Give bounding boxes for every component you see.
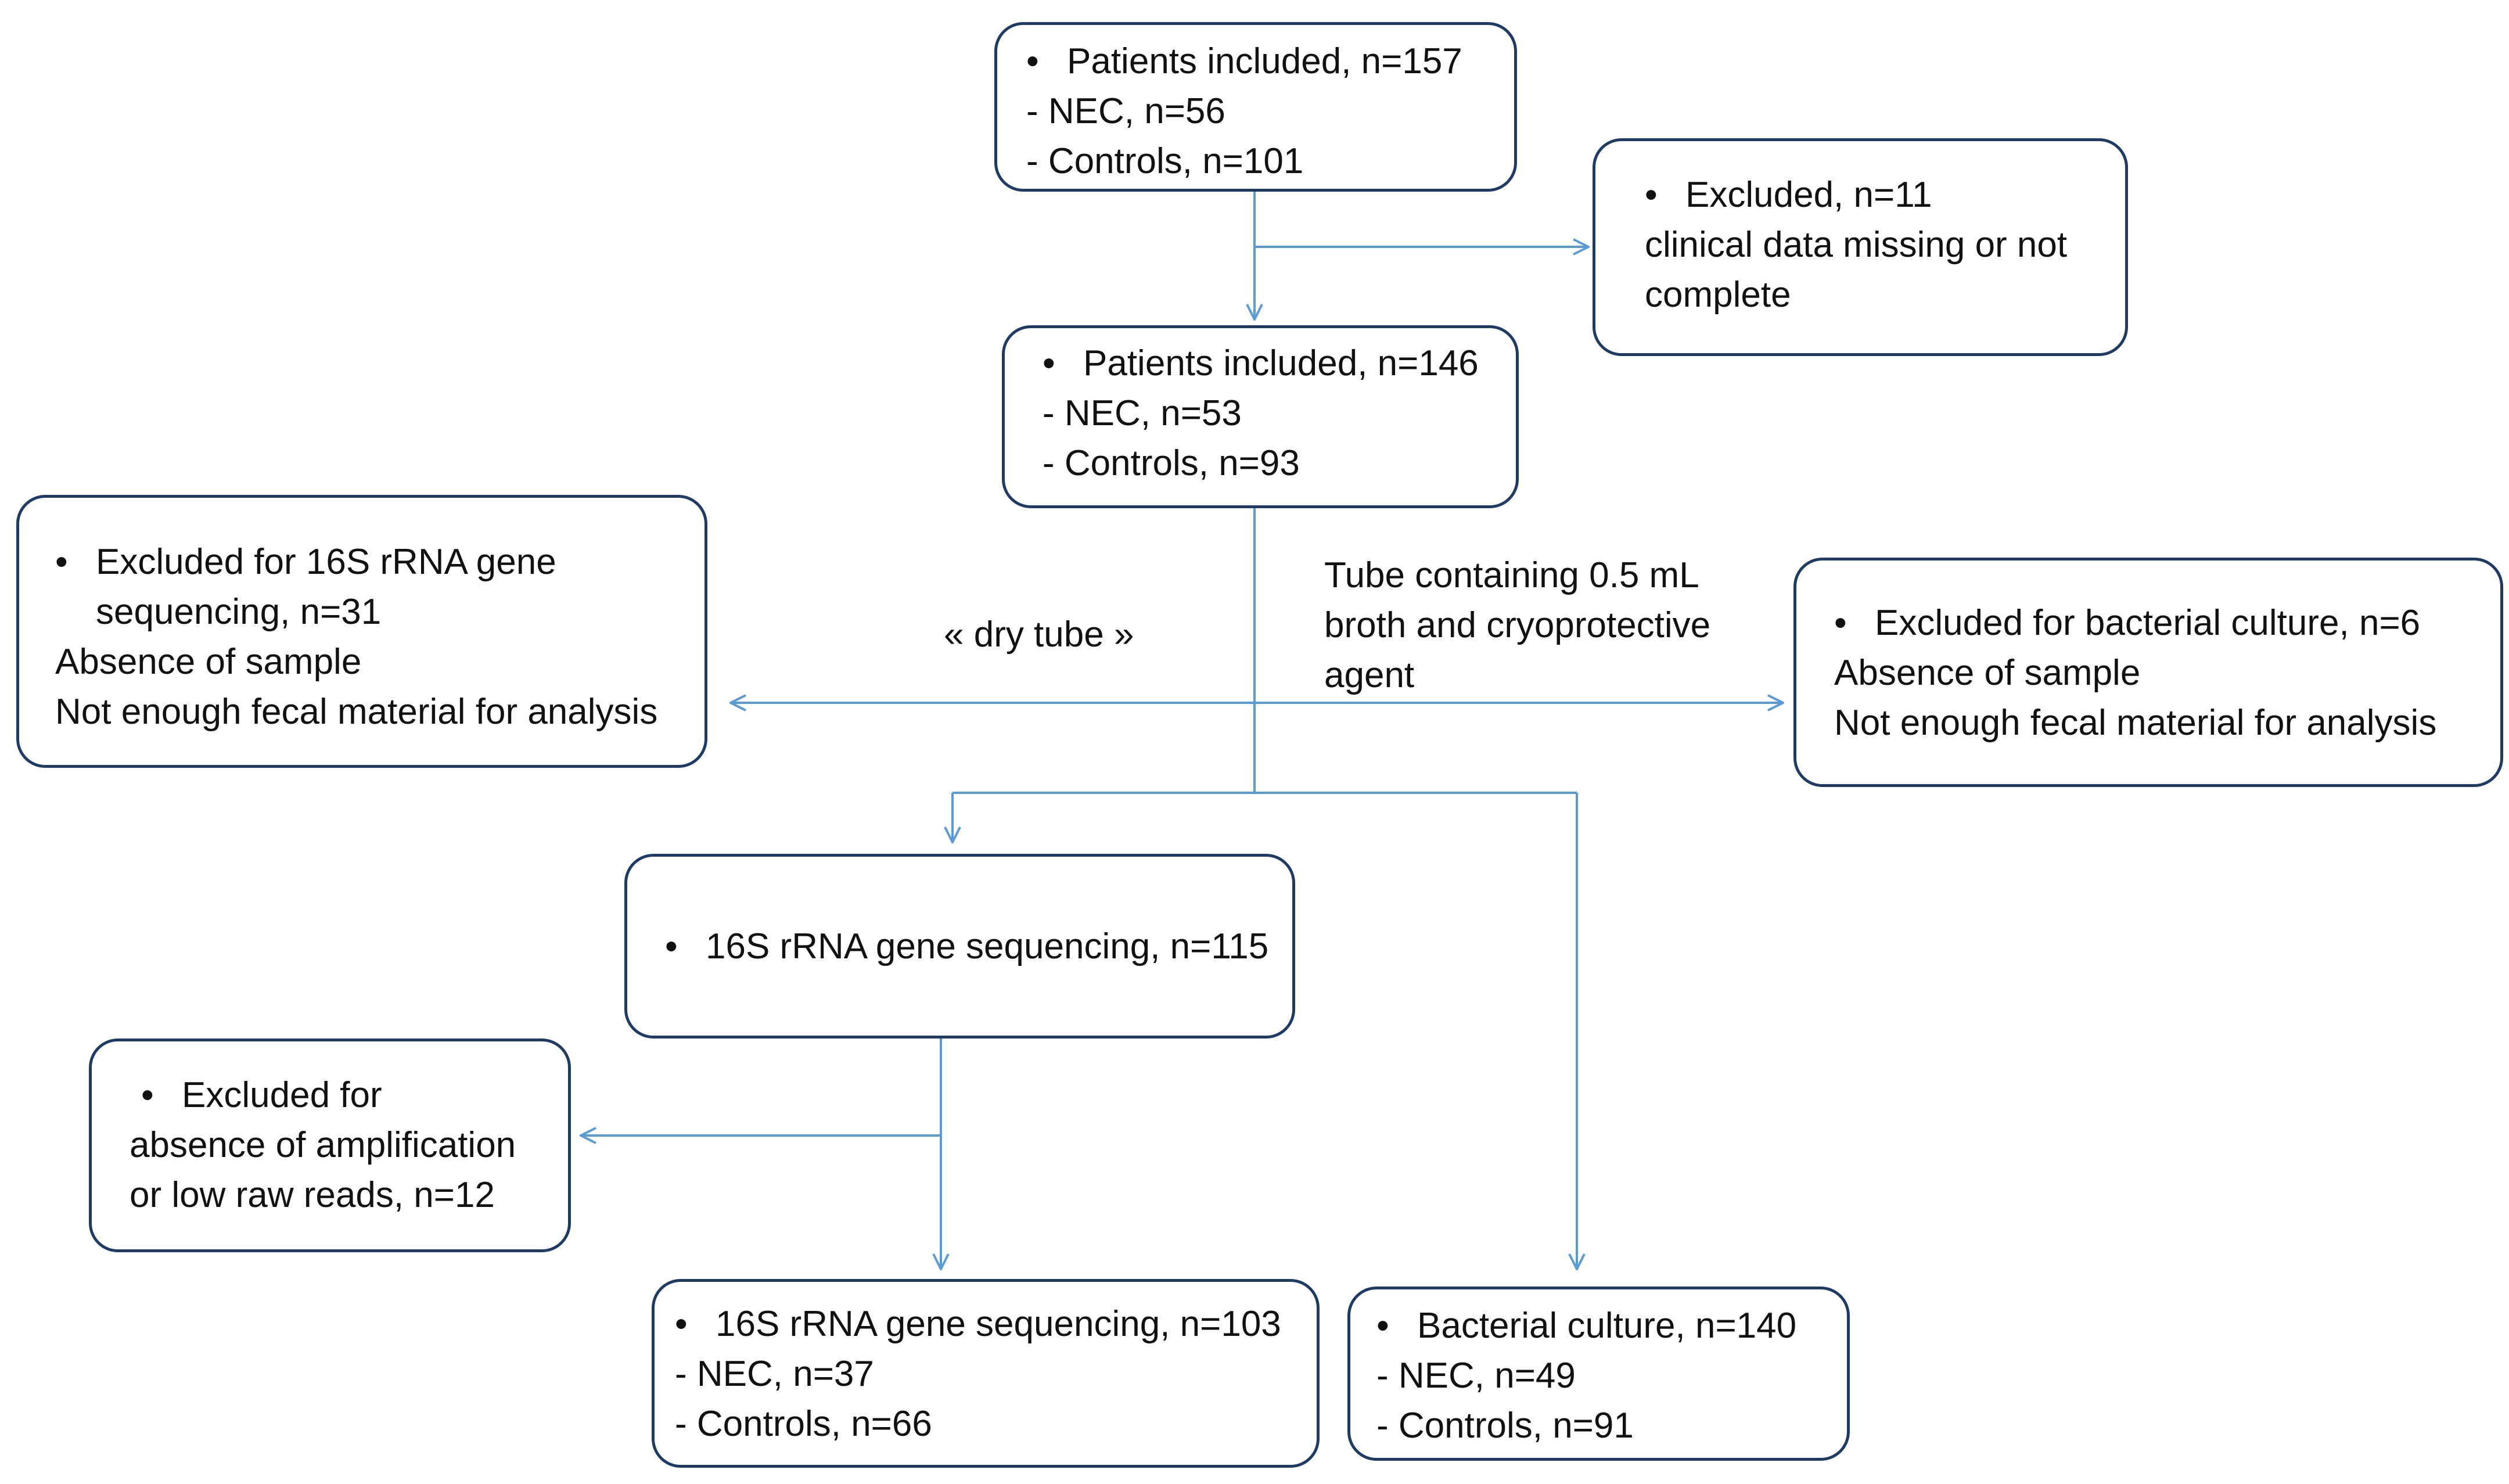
- excluded-16s-reason-1: Absence of sample: [55, 642, 362, 682]
- excluded-culture-reason-1: Absence of sample: [1834, 653, 2141, 693]
- box-excluded-11: Excluded, n=11 clinical data missing or …: [1593, 138, 2128, 356]
- excluded-12-reason-1: absence of amplification: [130, 1125, 516, 1165]
- excluded-culture-title: Excluded for bacterial culture, n=6: [1834, 598, 2500, 648]
- box-seq-115: 16S rRNA gene sequencing, n=115: [624, 854, 1295, 1039]
- excluded-11-title: Excluded, n=11: [1645, 170, 2125, 220]
- culture-140-nec: - NEC, n=49: [1376, 1356, 1576, 1396]
- excluded-12-title: Excluded for: [130, 1070, 568, 1120]
- seq-103-nec: - NEC, n=37: [675, 1354, 874, 1394]
- excluded-11-reason-1: clinical data missing or not: [1645, 225, 2068, 265]
- box-excluded-culture: Excluded for bacterial culture, n=6 Abse…: [1793, 558, 2503, 787]
- seq-103-title: 16S rRNA gene sequencing, n=103: [675, 1299, 1317, 1349]
- culture-140-title: Bacterial culture, n=140: [1376, 1301, 1847, 1351]
- patients-157-title: Patients included, n=157: [1026, 37, 1514, 87]
- patients-146-title: Patients included, n=146: [1043, 339, 1516, 389]
- patients-157-nec: - NEC, n=56: [1026, 91, 1225, 131]
- box-seq-103: 16S rRNA gene sequencing, n=103 - NEC, n…: [652, 1279, 1320, 1468]
- patients-146-nec: - NEC, n=53: [1043, 393, 1242, 433]
- excluded-12-reason-2: or low raw reads, n=12: [130, 1175, 495, 1215]
- excluded-16s-reason-2: Not enough fecal material for analysis: [55, 692, 658, 732]
- excluded-16s-title-cont: sequencing, n=31: [96, 592, 382, 632]
- box-excluded-12: Excluded for absence of amplification or…: [89, 1039, 571, 1252]
- tube-label-line-3: agent: [1324, 655, 1415, 695]
- tube-label-line-2: broth and cryoprotective: [1324, 605, 1711, 645]
- box-patients-146: Patients included, n=146 - NEC, n=53 - C…: [1002, 325, 1519, 508]
- tube-label-line-1: Tube containing 0.5 mL: [1324, 555, 1699, 595]
- seq-103-controls: - Controls, n=66: [675, 1404, 932, 1444]
- excluded-11-reason-2: complete: [1645, 275, 1791, 315]
- tube-label: Tube containing 0.5 mL broth and cryopro…: [1324, 551, 1710, 700]
- seq-115-title: 16S rRNA gene sequencing, n=115: [665, 922, 1292, 972]
- patients-157-controls: - Controls, n=101: [1026, 141, 1304, 181]
- box-culture-140: Bacterial culture, n=140 - NEC, n=49 - C…: [1347, 1287, 1850, 1461]
- dry-tube-label: « dry tube »: [944, 615, 1134, 655]
- box-excluded-16s: Excluded for 16S rRNA gene sequencing, n…: [16, 495, 707, 768]
- patients-146-controls: - Controls, n=93: [1043, 443, 1300, 483]
- box-patients-157: Patients included, n=157 - NEC, n=56 - C…: [994, 22, 1517, 192]
- culture-140-controls: - Controls, n=91: [1376, 1406, 1634, 1446]
- excluded-culture-reason-2: Not enough fecal material for analysis: [1834, 703, 2437, 743]
- excluded-16s-title: Excluded for 16S rRNA gene: [55, 537, 704, 587]
